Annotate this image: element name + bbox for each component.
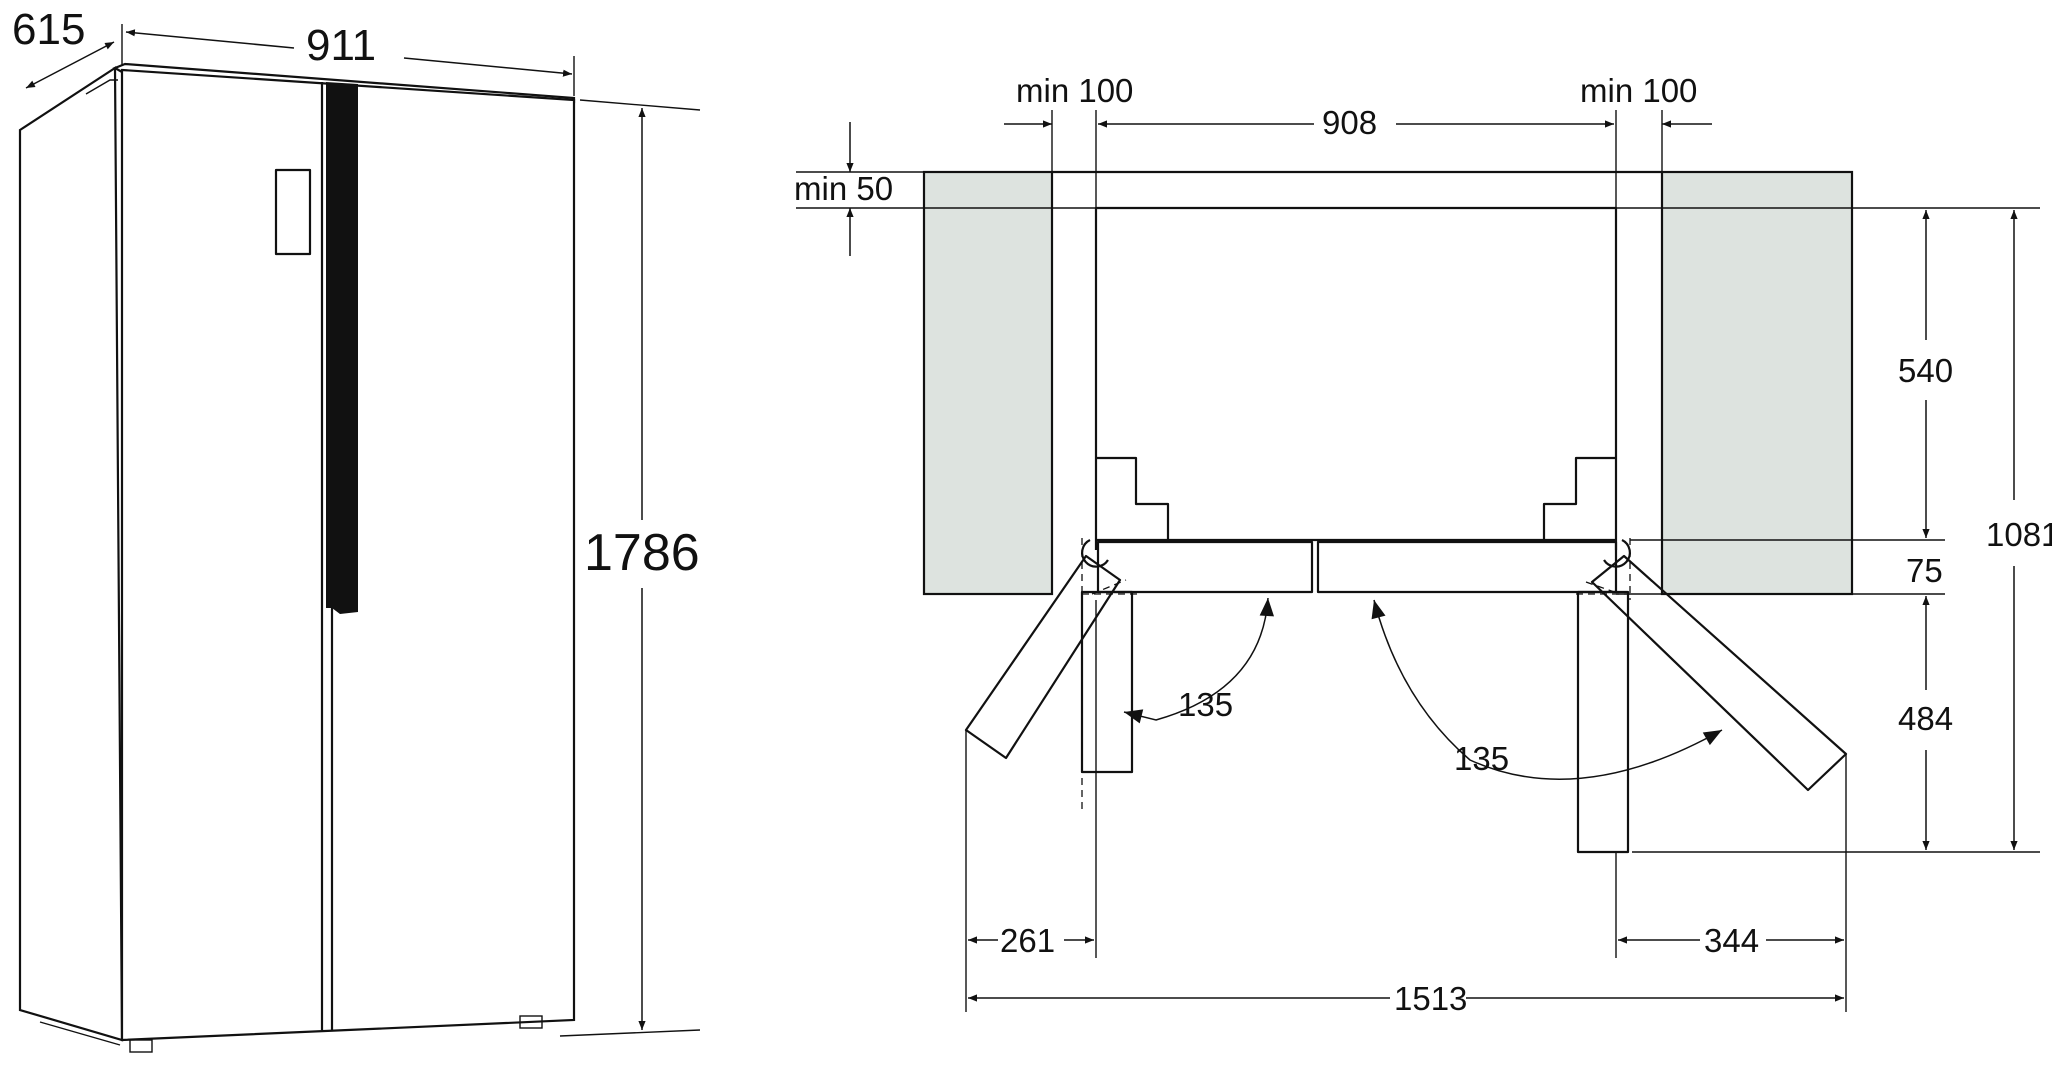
foot-right [519,1015,543,1029]
swing484-label: 484 [1898,700,1953,737]
right-overhang-label: 344 [1704,922,1759,959]
right-door-open-135 [1590,554,1848,792]
right-door-closed [1316,540,1618,594]
base-line [39,1021,121,1046]
right-hinge-block [1542,456,1616,540]
front-view: 615 911 1786 [12,5,701,1053]
depth-dim-line [25,41,115,89]
water-dispenser [274,168,312,256]
left-angle-label: 135 [1178,686,1233,723]
right-angle-label: 135 [1454,740,1509,777]
width-dim-line-left [125,29,295,49]
left-door-closed [1096,540,1314,594]
right-pivot-diag [1585,581,1621,595]
right-wall [1660,170,1854,596]
foot-left [129,1039,153,1053]
height-ext-top [579,99,701,111]
left-overhang-label: 261 [1000,922,1055,959]
total-width-label: 1513 [1394,980,1467,1017]
right-door-open-90 [1576,590,1630,854]
depth540-label: 540 [1898,352,1953,389]
min100-left-label: min 100 [1016,72,1133,109]
total-depth-label: 1081 [1986,516,2052,553]
right-hinge-pivot [1603,539,1631,568]
min100-right-label: min 100 [1580,72,1697,109]
height-ext-bottom [559,1029,701,1037]
door-handle [326,82,358,614]
width-label: 911 [306,21,376,70]
right-angle-arc [1371,599,1723,780]
left-hinge-pivot [1081,539,1109,568]
door75-label: 75 [1906,552,1943,589]
min50-label: min 50 [794,170,893,207]
left-angle-arc [1123,597,1275,724]
height-label: 1786 [584,524,700,582]
left-pivot-diag [1091,579,1127,595]
left-hinge-block [1096,456,1170,540]
fridge-body-outline [1094,206,1618,550]
fridge-side-face [18,65,124,1042]
niche-width-label: 908 [1322,104,1377,141]
depth-label: 615 [12,5,85,54]
left-wall [922,170,1054,596]
width-dim-line-right [403,57,573,77]
left-door-open-90 [1080,590,1134,774]
left-door-open-135 [964,554,1122,760]
plan-view: 135 135 min 100 min 100 908 min 50 540 7… [794,72,2052,1017]
